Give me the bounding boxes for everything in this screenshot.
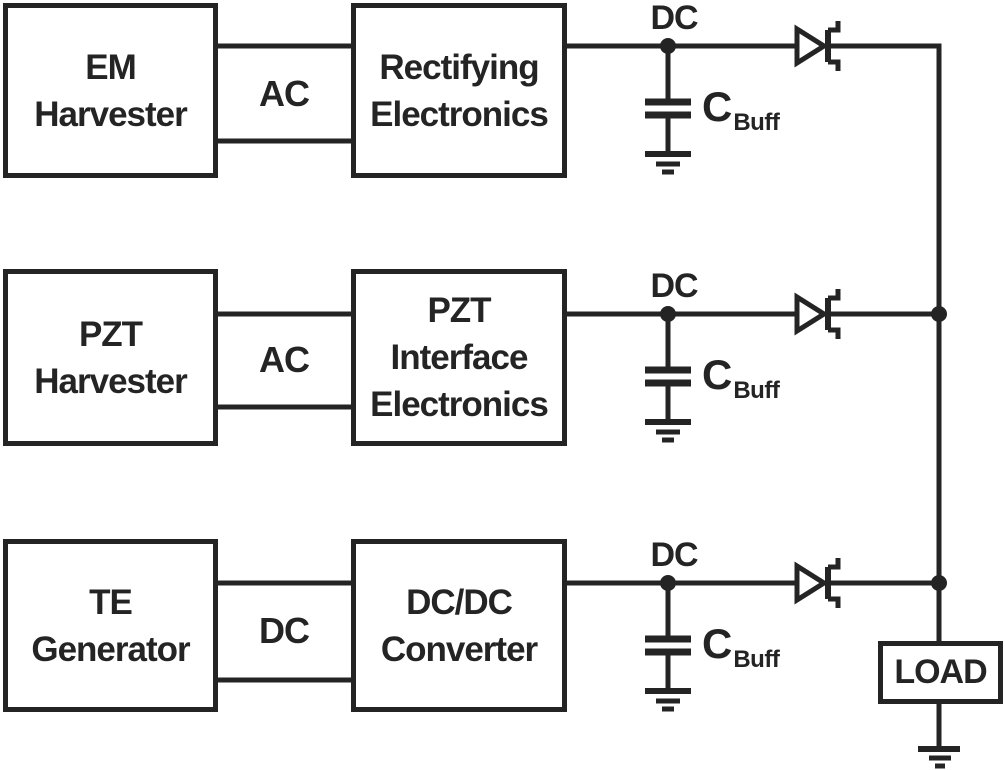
te-schottky-diode-icon [794, 558, 841, 608]
te-generator-label-line2: Generator [31, 629, 190, 669]
te-dc-link-label: DC [259, 610, 310, 651]
dcdc-converter-label-line2: Converter [380, 629, 538, 669]
pzt-interface-label-line1: PZT [427, 291, 491, 330]
te-generator-box: TE Generator [3, 539, 218, 712]
diode-anode-triangle [794, 292, 829, 336]
pzt-cbuff-label: CBuff [702, 351, 780, 405]
te-ground-icon [645, 688, 691, 712]
em-ground-icon [645, 151, 691, 175]
diode-cathode-hook-bottom [828, 59, 841, 71]
capacitor-symbol-text: C [702, 620, 733, 667]
em-dc-junction-dot [660, 38, 676, 54]
pzt-buffer-capacitor-icon [645, 314, 691, 420]
em-harvester-label-line2: Harvester [34, 94, 187, 134]
em-harvester-label-line1: EM [85, 47, 136, 87]
te-buffer-capacitor-icon [645, 583, 691, 689]
diode-anode-triangle [794, 24, 829, 68]
capacitor-symbol-text: C [702, 351, 733, 398]
em-dc-node-label: DC [650, 0, 698, 37]
pzt-harvester-label-line2: Harvester [34, 361, 187, 401]
diode-cathode-hook-bottom [828, 596, 841, 608]
diode-cathode-hook-top [828, 21, 841, 33]
capacitor-symbol-text: C [702, 83, 733, 130]
diode-cathode-hook-top [828, 289, 841, 301]
load-ground-icon [918, 746, 960, 769]
diode-cathode-hook-top [828, 558, 841, 570]
rectifying-electronics-box: Rectifying Electronics [351, 3, 567, 178]
te-row-wiring [218, 558, 947, 712]
pzt-schottky-diode-icon [794, 289, 841, 339]
pzt-ac-link-label: AC [259, 339, 310, 380]
capacitor-subscript-text: Buff [733, 646, 780, 673]
pzt-harvester-box: PZT Harvester [3, 269, 218, 446]
pzt-ground-icon [645, 419, 691, 443]
em-ac-link-label: AC [259, 73, 310, 114]
pzt-dc-node-label: DC [650, 267, 698, 305]
rectifying-electronics-label-line1: Rectifying [379, 47, 539, 87]
em-harvester-box: EM Harvester [3, 3, 218, 178]
capacitor-subscript-text: Buff [733, 109, 780, 136]
diode-cathode-hook-bottom [828, 327, 841, 339]
te-cbuff-label: CBuff [702, 620, 780, 674]
em-schottky-diode-icon [794, 21, 841, 71]
dcdc-converter-label-line1: DC/DC [406, 582, 513, 622]
dcdc-converter-box: DC/DC Converter [351, 539, 567, 712]
pzt-row-wiring [218, 289, 947, 443]
te-generator-label-line1: TE [89, 582, 133, 622]
em-buffer-capacitor-icon [645, 46, 691, 152]
capacitor-subscript-text: Buff [733, 377, 780, 404]
pzt-interface-label-line3: Electronics [370, 385, 549, 424]
te-dc-node-label: DC [650, 536, 698, 574]
pzt-harvester-label-line1: PZT [78, 314, 143, 354]
te-dc-junction-dot [660, 575, 676, 591]
diode-anode-triangle [794, 561, 829, 605]
pzt-interface-label-line2: Interface [390, 338, 529, 377]
pzt-interface-electronics-box: PZT Interface Electronics [351, 269, 567, 446]
dc-bus-and-load-wiring [918, 43, 960, 769]
pzt-dc-junction-dot [660, 306, 676, 322]
load-label: LOAD [894, 653, 987, 691]
em-cbuff-label: CBuff [702, 83, 780, 137]
em-row-wiring [218, 21, 942, 175]
rectifying-electronics-label-line2: Electronics [370, 94, 549, 134]
load-box: LOAD [878, 641, 1003, 704]
